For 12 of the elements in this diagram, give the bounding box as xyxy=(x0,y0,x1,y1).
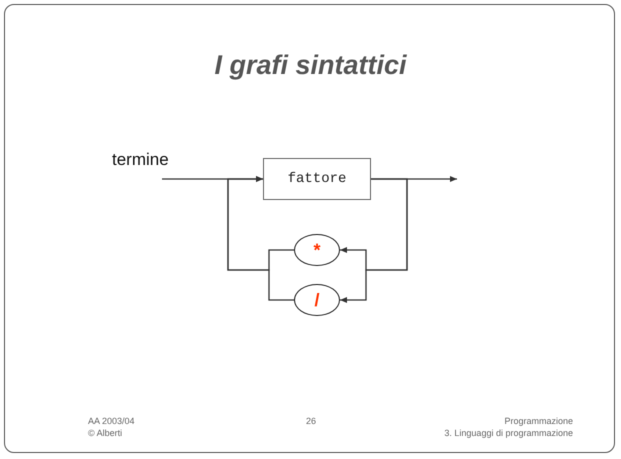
arrow xyxy=(227,176,294,301)
footer-text: © Alberti xyxy=(88,428,122,438)
arrow xyxy=(340,178,408,303)
syntax-box: fattore xyxy=(263,158,371,200)
slide-title: I grafi sintattici xyxy=(213,50,408,81)
footer-text: Programmazione xyxy=(504,416,573,426)
footer-text: 3. Linguaggi di programmazione xyxy=(444,428,573,438)
footer-text: AA 2003/04 xyxy=(88,416,135,426)
rule-name: termine xyxy=(112,150,169,170)
terminal-ellipse: * xyxy=(294,234,340,266)
page-number: 26 xyxy=(306,416,316,426)
terminal-ellipse: / xyxy=(294,284,340,316)
